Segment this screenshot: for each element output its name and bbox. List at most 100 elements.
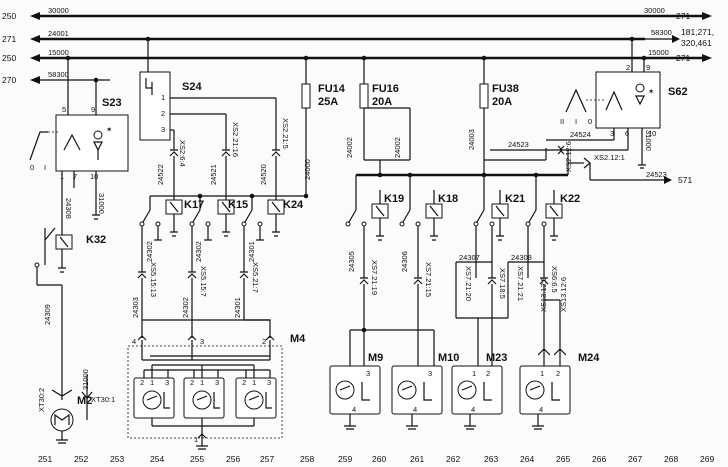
relay-k32: K32 24309 [34, 200, 106, 350]
svg-text:24306: 24306 [400, 251, 409, 272]
label-fu14: FU14 [318, 83, 346, 95]
fuse-fu38: FU38 20A 24003 [467, 55, 547, 161]
svg-text:XS13.12:5: XS13.12:5 [539, 277, 548, 312]
bus-label-15000: 15000 [48, 48, 69, 57]
bus-24001: 271 24001 58300 181,271, 320,461 [2, 27, 714, 48]
relay-k18: K18 24306 [399, 172, 458, 278]
svg-text:31000: 31000 [97, 193, 106, 214]
label-k32: K32 [86, 234, 106, 246]
svg-text:24002: 24002 [393, 137, 402, 158]
svg-text:2: 2 [486, 369, 490, 378]
bus-left-250b: 250 [2, 53, 16, 63]
svg-text:24520: 24520 [259, 164, 268, 185]
footer-number: 257 [260, 454, 274, 464]
svg-text:1: 1 [150, 378, 154, 387]
svg-text:✶: ✶ [106, 125, 112, 134]
svg-text:0: 0 [30, 163, 34, 172]
svg-text:2: 2 [556, 369, 560, 378]
svg-text:XS2:6:4: XS2:6:4 [178, 140, 187, 167]
footer-number: 263 [484, 454, 498, 464]
svg-text:24003: 24003 [467, 129, 476, 150]
label-fu14-rating: 25A [318, 96, 338, 108]
svg-text:II: II [560, 117, 564, 126]
label-fu16-rating: 20A [372, 96, 392, 108]
svg-text:4: 4 [539, 405, 543, 414]
svg-text:I: I [575, 117, 577, 126]
label-k21: K21 [505, 193, 525, 205]
bus-right-181: 181,271, [681, 27, 714, 37]
bus-left-250a: 250 [2, 11, 16, 21]
label-m23: M23 [486, 352, 507, 364]
svg-text:24307: 24307 [459, 253, 480, 262]
footer-number: 258 [300, 454, 314, 464]
label-m10: M10 [438, 352, 459, 364]
svg-text:XS13.12:6: XS13.12:6 [559, 277, 568, 312]
bus-label-24001: 24001 [48, 29, 69, 38]
bus-right-label-58300: 58300 [651, 28, 672, 37]
bus-left-270: 270 [2, 75, 16, 85]
footer-number: 259 [338, 454, 352, 464]
motor-m4-assembly: M4 4 3 2 2 1 3 2 1 3 2 1 3 [127, 333, 306, 450]
svg-text:24522: 24522 [156, 164, 165, 185]
footer-number: 262 [446, 454, 460, 464]
svg-text:XS5.15:7: XS5.15:7 [199, 266, 208, 297]
label-fu38: FU38 [492, 83, 519, 95]
motor-m9: M9 3 4 [329, 352, 383, 430]
svg-text:24524: 24524 [570, 130, 591, 139]
svg-text:571: 571 [678, 175, 692, 185]
footer-number: 266 [592, 454, 606, 464]
svg-text:3: 3 [161, 125, 165, 134]
switch-s23: S23 5 9 1 7 10 0 I ✶ 24308 31000 [29, 55, 129, 220]
svg-text:24301: 24301 [247, 241, 256, 262]
svg-text:4: 4 [352, 405, 356, 414]
footer-number: 254 [150, 454, 164, 464]
svg-text:3: 3 [267, 378, 271, 387]
label-m24: M24 [578, 352, 600, 364]
svg-text:XS7.21:20: XS7.21:20 [464, 266, 473, 301]
fuse-fu16: FU16 20A 24002 24002 [345, 55, 411, 161]
label-fu16: FU16 [372, 83, 399, 95]
relay-k15: K15 [189, 193, 248, 241]
footer-number: 260 [372, 454, 386, 464]
label-fu38-rating: 20A [492, 96, 512, 108]
m4-feed-wires: 24302 24302 24301 XS5.15:13 XS5.15:7 XS5… [131, 240, 271, 338]
svg-text:XS2.21:5: XS2.21:5 [281, 118, 290, 149]
svg-text:24302: 24302 [194, 241, 203, 262]
footer-number: 267 [628, 454, 642, 464]
svg-text:1: 1 [194, 435, 198, 444]
relay-k22: K22 [525, 172, 580, 262]
svg-text:XT30:2: XT30:2 [37, 388, 46, 412]
label-k19: K19 [384, 193, 404, 205]
svg-text:6: 6 [625, 129, 629, 138]
svg-text:0: 0 [588, 117, 592, 126]
svg-text:XS2.21:16: XS2.21:16 [231, 122, 240, 157]
svg-text:4: 4 [471, 405, 475, 414]
svg-text:✶: ✶ [648, 87, 654, 96]
footer-number: 268 [664, 454, 678, 464]
svg-text:4: 4 [132, 337, 136, 346]
svg-text:XS7.21:21: XS7.21:21 [516, 266, 525, 301]
svg-text:24308: 24308 [511, 253, 532, 262]
svg-text:XS7.18:5: XS7.18:5 [498, 268, 507, 299]
svg-text:2: 2 [161, 109, 165, 118]
svg-text:2: 2 [242, 378, 246, 387]
svg-text:3: 3 [428, 369, 432, 378]
bus-right-271a: 271 [676, 11, 690, 21]
svg-text:10: 10 [90, 172, 98, 181]
label-s23: S23 [102, 97, 122, 109]
label-s62: S62 [668, 86, 688, 98]
label-k22: K22 [560, 193, 580, 205]
relay-k24: K24 [241, 193, 304, 241]
bus-label-58300: 58300 [48, 70, 69, 79]
svg-text:3: 3 [215, 378, 219, 387]
bus-label-30000: 30000 [48, 6, 69, 15]
footer-number: 251 [38, 454, 52, 464]
motor-m10: M10 3 4 [391, 352, 459, 430]
svg-text:I: I [44, 163, 46, 172]
svg-text:XS5.21:7: XS5.21:7 [251, 262, 260, 293]
bus-58300: 270 58300 [2, 70, 110, 85]
bus-15000: 250 15000 15000 271 [2, 48, 712, 63]
svg-text:XS6:6.5: XS6:6.5 [550, 266, 559, 293]
svg-text:24308: 24308 [64, 198, 73, 219]
svg-text:24303: 24303 [131, 297, 140, 318]
